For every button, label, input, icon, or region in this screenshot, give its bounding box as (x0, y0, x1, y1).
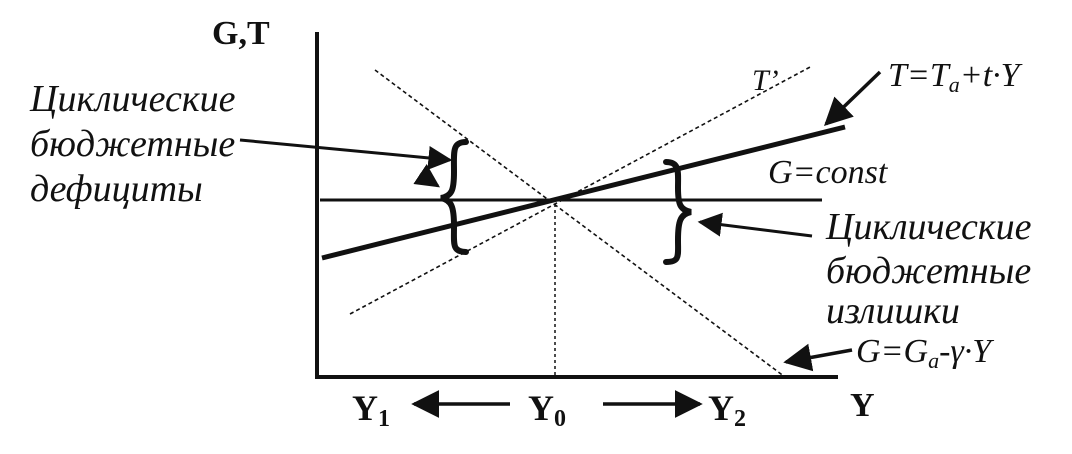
g-formula-label: G=Ga-γ·Y (856, 333, 994, 373)
surplus-brace (663, 159, 692, 265)
y-axis-label: G,T (212, 15, 270, 52)
y1-label: Y1 (352, 388, 390, 432)
tax-formula-label: T=Ta+t·Y (888, 57, 1023, 97)
deficit-brace (440, 139, 469, 255)
t-prime-label: T’ (752, 64, 779, 97)
arrow-g-formula (783, 343, 853, 372)
t-prime-line (349, 65, 813, 315)
y0-label: Y0 (528, 388, 566, 432)
arrow-deficits-lower (413, 164, 440, 188)
g-const-label: G=const (768, 154, 889, 191)
surplus-annotation: Циклические бюджетные излишки (825, 206, 1041, 332)
arrow-deficits-upper (239, 138, 453, 170)
g-demand-line (374, 69, 786, 378)
arrow-surpluses (697, 212, 813, 238)
y2-label: Y2 (708, 388, 746, 432)
deficit-annotation: Циклические бюджетные дефициты (29, 78, 245, 210)
x-axis-label: Y (850, 387, 875, 424)
tax-line (321, 124, 846, 261)
arrow-tax-formula (823, 70, 882, 126)
